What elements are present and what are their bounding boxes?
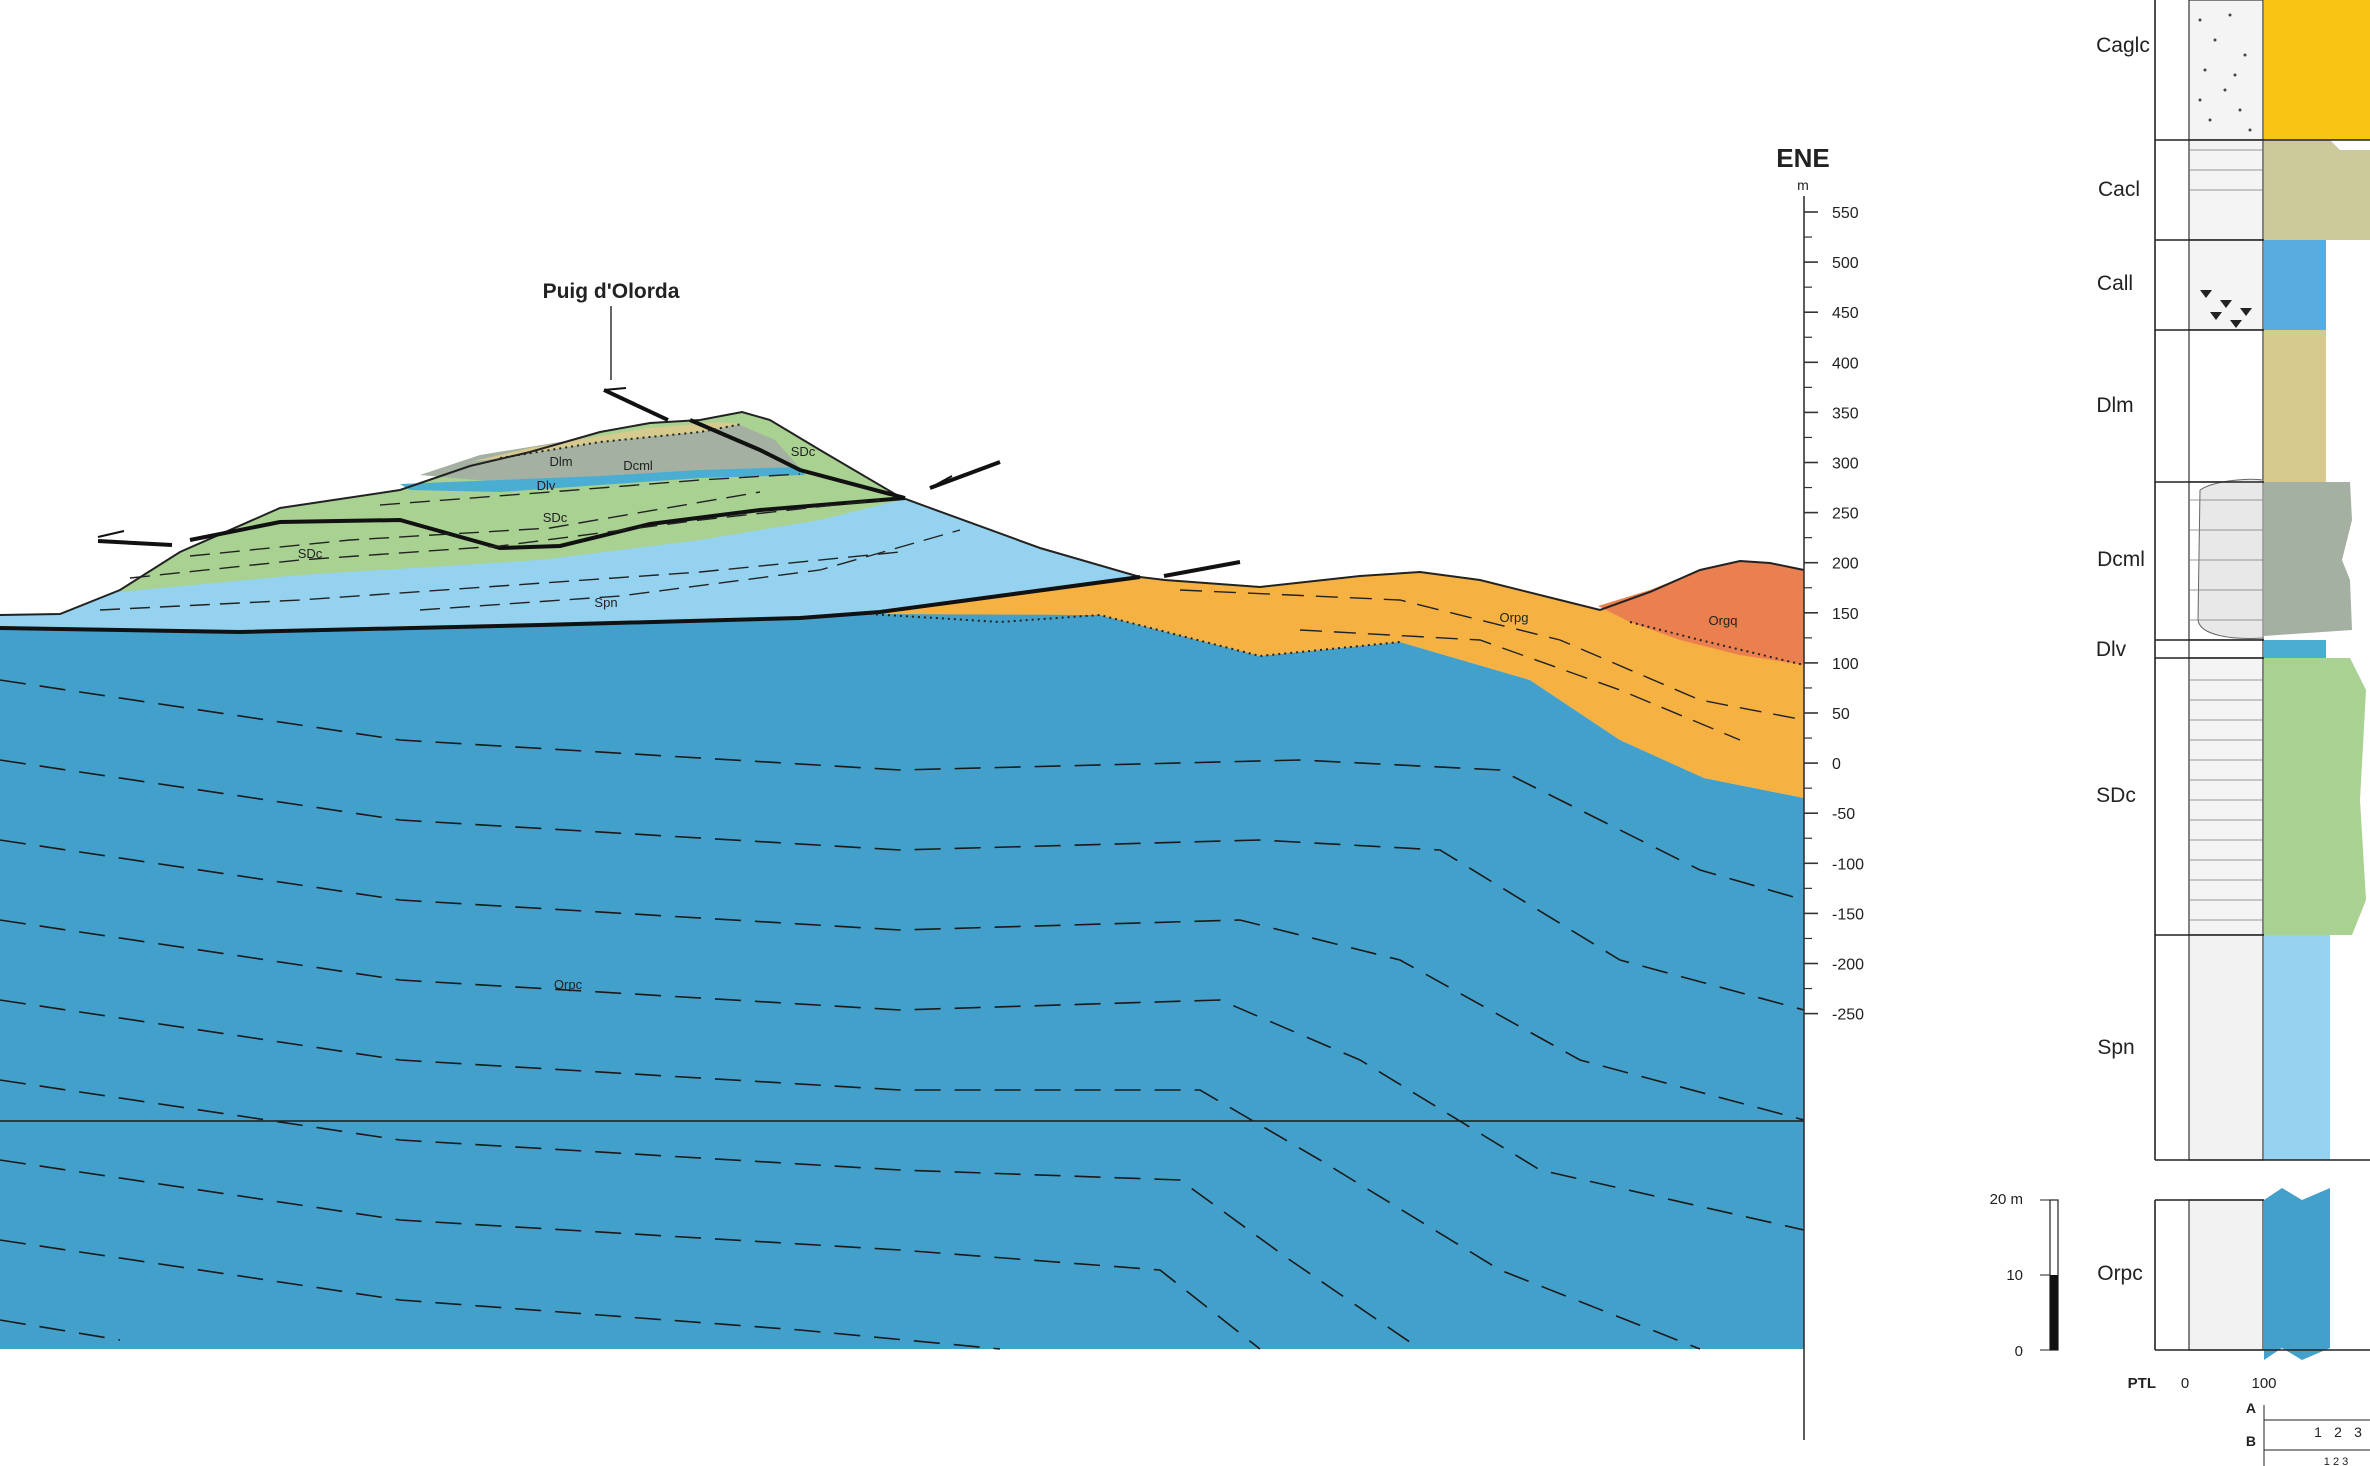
elevation-tick-label: 50 — [1832, 706, 1850, 723]
column-label-dlm: Dlm — [2096, 394, 2133, 417]
unit-labels: Dlm Dcml Dlv SDc SDc SDc Spn Orpg Orgq O… — [298, 444, 1738, 992]
thrust-fault-base — [0, 575, 1141, 635]
stratigraphic-column: Caglc Cacl Call Dlm Dcml Dlv SDc Spn Orp… — [1990, 0, 2370, 1466]
limestone-brick-lines — [2189, 149, 2263, 921]
column-label-orpc: Orpc — [2097, 1262, 2143, 1285]
elevation-tick-label: 450 — [1832, 305, 1859, 322]
scale-label-10: 10 — [2006, 1267, 2023, 1284]
column-spn-fill — [2264, 935, 2330, 1160]
dlm-unit-area — [470, 422, 742, 462]
grain-a-tick-2: 2 — [2334, 1424, 2342, 1440]
scale-label-0: 0 — [2015, 1343, 2023, 1360]
conglomerate-dots — [2198, 13, 2252, 132]
ptl-axis: PTL 0 100 — [2128, 1375, 2277, 1392]
elevation-tick-label: 400 — [1832, 355, 1859, 372]
grain-size-scale: A B 1 2 3 1 2 3 — [2246, 1400, 2370, 1466]
column-caglc-pattern — [2188, 0, 2264, 141]
column-unit-labels: Caglc Cacl Call Dlm Dcml Dlv SDc Spn Orp… — [2096, 34, 2150, 1285]
column-spn-pattern — [2188, 934, 2264, 1161]
elevation-tick-label: -100 — [1832, 856, 1864, 873]
column-label-dlv: Dlv — [2096, 638, 2127, 661]
label-dlm: Dlm — [549, 454, 572, 469]
column-dlm-pattern — [2188, 329, 2264, 483]
dcml-unit-area — [420, 425, 800, 482]
orpc-bedding-lines — [0, 679, 1805, 1350]
column-call-pattern — [2188, 239, 2264, 331]
units-label: m — [1797, 177, 1809, 193]
column-dcml-fill — [2264, 482, 2352, 636]
elevation-tick-label: 250 — [1832, 506, 1859, 523]
dcml-nodule-shape — [2197, 478, 2264, 639]
orpg-unit-area — [870, 572, 1804, 798]
elevation-tick-label: 150 — [1832, 606, 1859, 623]
ptl-min: 0 — [2181, 1375, 2189, 1392]
grain-row-b: B — [2246, 1433, 2256, 1449]
dlv-unit-area — [400, 467, 805, 492]
orgq-unit-area — [1598, 561, 1804, 665]
label-dlv: Dlv — [537, 478, 556, 493]
ptl-max: 100 — [2251, 1375, 2276, 1392]
label-orgq: Orgq — [1709, 613, 1738, 628]
elevation-tick-label: 0 — [1832, 756, 1841, 773]
elevation-tick-label: 200 — [1832, 556, 1859, 573]
orpg-bedding-lines — [1179, 589, 1805, 741]
elevation-ticks: 550500450400350300250200150100500-50-100… — [1804, 205, 1864, 1024]
grain-a-tick-3: 3 — [2354, 1424, 2362, 1440]
column-sdc-pattern — [2188, 657, 2264, 936]
grain-a-tick-1: 1 — [2314, 1424, 2322, 1440]
column-label-cacl: Cacl — [2098, 178, 2140, 201]
elevation-tick-label: -250 — [1832, 1007, 1864, 1024]
cross-section: Puig d'Olorda Dlm Dcml Dlv SDc SDc SDc S… — [0, 143, 1864, 1440]
ptl-label: PTL — [2128, 1375, 2156, 1392]
normal-fault-steep — [689, 418, 906, 500]
column-dlv-pattern — [2188, 639, 2264, 659]
elevation-tick-label: -50 — [1832, 806, 1855, 823]
label-orpc: Orpc — [554, 977, 583, 992]
elevation-tick-label: 300 — [1832, 456, 1859, 473]
orpc-unit-area — [0, 612, 1804, 1349]
elevation-tick-label: -150 — [1832, 906, 1864, 923]
scale-label-20: 20 m — [1990, 1191, 2023, 1208]
column-label-sdc: SDc — [2096, 784, 2136, 807]
label-orpg: Orpg — [1500, 610, 1529, 625]
unit-boundaries — [2154, 0, 2370, 1351]
column-dlm-fill — [2264, 330, 2326, 482]
thickness-scale-bar: 20 m 10 0 — [1990, 1191, 2059, 1360]
column-sdc-fill — [2264, 658, 2366, 935]
grain-b-ticks: 1 2 3 — [2324, 1456, 2348, 1466]
elevation-tick-label: -200 — [1832, 957, 1864, 974]
column-label-caglc: Caglc — [2096, 34, 2150, 57]
elevation-tick-label: 100 — [1832, 656, 1859, 673]
dotted-contacts — [499, 423, 1805, 666]
grain-row-a: A — [2246, 1400, 2256, 1416]
column-label-spn: Spn — [2097, 1036, 2134, 1059]
fault-movement-arrows — [97, 387, 1241, 578]
elevation-tick-label: 550 — [1832, 205, 1859, 222]
column-label-call: Call — [2097, 272, 2133, 295]
column-caglc-fill — [2264, 0, 2370, 140]
column-label-dcml: Dcml — [2097, 548, 2145, 571]
elevation-tick-label: 350 — [1832, 405, 1859, 422]
column-cacl-fill — [2264, 140, 2370, 240]
label-sdc-mid: SDc — [543, 510, 568, 525]
label-dcml: Dcml — [623, 458, 653, 473]
peak-label: Puig d'Olorda — [543, 280, 680, 303]
column-orpc-pattern — [2188, 1199, 2264, 1351]
spn-unit-area — [0, 498, 1140, 632]
column-call-fill — [2264, 240, 2326, 330]
label-sdc-left: SDc — [298, 546, 323, 561]
label-spn: Spn — [594, 595, 617, 610]
label-sdc-right: SDc — [791, 444, 816, 459]
column-orpc-fill — [2264, 1188, 2330, 1360]
thrust-fault-upper — [189, 496, 906, 551]
orientation-label: ENE — [1776, 143, 1829, 173]
elevation-tick-label: 500 — [1832, 255, 1859, 272]
column-dlv-fill — [2264, 640, 2326, 658]
sdc-bedding-lines — [99, 473, 961, 611]
evaporite-marks — [2200, 290, 2252, 328]
